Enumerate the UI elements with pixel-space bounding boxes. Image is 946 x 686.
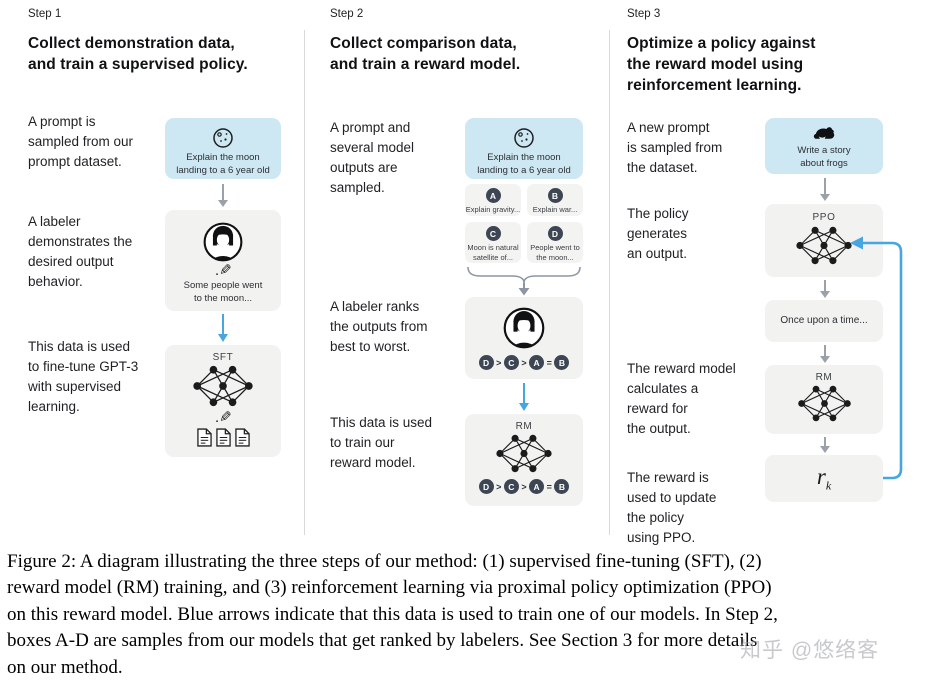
step1-labeler-box: ✎. Some people went to the moon... <box>165 210 281 311</box>
step1-title: Collect demonstration data, and train a … <box>28 35 248 73</box>
moon-icon <box>213 128 233 148</box>
step2-labeler-box: D> C> A= B <box>465 297 583 379</box>
step3-ppo-box: PPO <box>765 204 883 277</box>
frog-icon <box>813 127 835 139</box>
step1-paragraph-labeler: A labeler demonstrates the desired outpu… <box>28 214 133 289</box>
neural-network-icon <box>797 385 851 422</box>
neural-network-icon <box>496 434 552 473</box>
blue-arrow-down-icon <box>518 383 530 411</box>
step3-label: Step 3 <box>627 8 661 20</box>
column-divider <box>609 30 610 535</box>
step3-reward-box: rk <box>765 455 883 502</box>
step3-title: Optimize a policy against the reward mod… <box>627 35 816 94</box>
step3-prompt-box: Write a story about frogs <box>765 118 883 174</box>
step3-paragraph-policy: The policy generates an output. <box>627 206 689 261</box>
arrow-down-icon <box>217 184 229 207</box>
badge-d: D <box>547 226 563 241</box>
step3-output-text: Once upon a time... <box>780 314 868 326</box>
step1-paragraph-sft: This data is used to fine-tune GPT-3 wit… <box>28 339 139 414</box>
rm-label: RM <box>515 421 533 432</box>
step3-output-box: Once upon a time... <box>765 300 883 342</box>
figure-caption: Figure 2: A diagram illustrating the thr… <box>7 551 778 678</box>
badge-c: C <box>485 226 501 241</box>
rm-label: RM <box>815 372 833 383</box>
step1-label: Step 1 <box>28 8 62 20</box>
arrow-down-icon <box>819 280 831 298</box>
step1-sft-box: SFT ✎. <box>165 345 281 457</box>
pencil-icon: ✎. <box>214 262 232 279</box>
moon-icon <box>514 128 534 148</box>
output-box-a: A Explain gravity... <box>465 184 521 216</box>
neural-network-icon <box>193 365 253 407</box>
step2-paragraph-ranks: A labeler ranks the outputs from best to… <box>330 299 428 354</box>
step2-paragraph-sampled: A prompt and several model outputs are s… <box>330 120 415 195</box>
step2-label: Step 2 <box>330 8 364 20</box>
step2-paragraph-train-rm: This data is used to train our reward mo… <box>330 415 433 470</box>
column-divider <box>304 30 305 535</box>
zhihu-watermark: 知乎 @悠络客 <box>740 639 880 662</box>
ranking-row: D> C> A= B <box>478 479 570 494</box>
step2-title: Collect comparison data, and train a rew… <box>330 35 521 73</box>
step3-paragraph-prompt: A new prompt is sampled from the dataset… <box>627 120 723 175</box>
step3-paragraph-update: The reward is used to update the policy … <box>627 470 717 545</box>
step2-prompt-text: Explain the moon landing to a 6 year old <box>477 152 571 176</box>
documents-icon <box>196 428 250 447</box>
reward-rk: rk <box>816 463 832 493</box>
step1-demo-text: Some people went to the moon... <box>183 280 263 304</box>
badge-a: A <box>485 188 501 203</box>
sft-label: SFT <box>212 352 234 363</box>
arrow-down-icon <box>819 437 831 453</box>
ranking-row: D> C> A= B <box>478 355 570 370</box>
step2-rm-box: RM D> C> A= B <box>465 414 583 506</box>
step1-paragraph-prompt: A prompt is sampled from our prompt data… <box>28 114 134 169</box>
labeler-icon <box>203 222 243 262</box>
arrow-down-icon <box>819 345 831 363</box>
step3-prompt-text: Write a story about frogs <box>797 145 851 169</box>
neural-network-icon <box>796 226 852 265</box>
pencil-icon: ✎. <box>214 409 232 426</box>
step3-paragraph-reward-model: The reward model calculates a reward for… <box>627 361 736 436</box>
brace-arrow-icon <box>467 266 581 296</box>
labeler-icon <box>503 307 545 349</box>
badge-b: B <box>547 188 563 203</box>
ppo-label: PPO <box>812 212 836 223</box>
output-box-b: B Explain war... <box>527 184 583 216</box>
step1-prompt-text: Explain the moon landing to a 6 year old <box>176 152 270 176</box>
step1-prompt-box: Explain the moon landing to a 6 year old <box>165 118 281 179</box>
step3-rm-box: RM <box>765 365 883 434</box>
blue-arrow-down-icon <box>217 314 229 342</box>
arrow-down-icon <box>819 178 831 201</box>
step2-prompt-box: Explain the moon landing to a 6 year old <box>465 118 583 179</box>
